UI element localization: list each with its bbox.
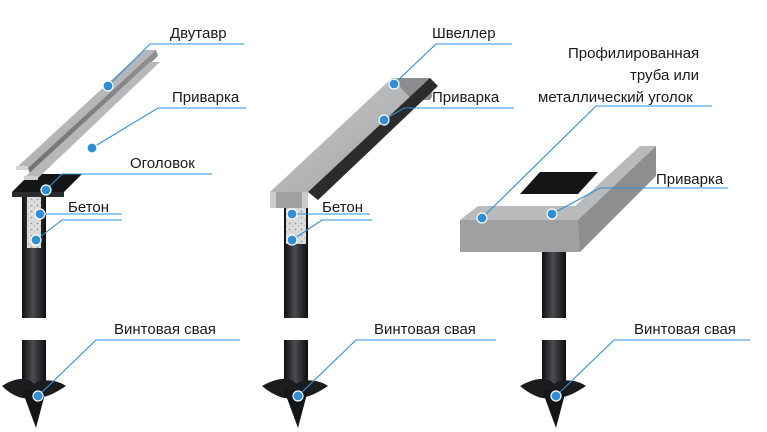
- cap-plate: [520, 172, 598, 194]
- marker-dot: [286, 208, 298, 220]
- label-screw-pile: Винтовая свая: [374, 321, 476, 338]
- ibeam-assembly: [2, 50, 160, 428]
- tube-horizontal-front: [460, 220, 580, 252]
- label-screw-pile: Винтовая свая: [634, 321, 736, 338]
- marker-dot: [286, 234, 298, 246]
- marker-dot: [86, 142, 98, 154]
- label-tube-line3: металлический уголок: [538, 89, 693, 106]
- marker-dot: [292, 390, 304, 402]
- label-weld: Приварка: [656, 171, 724, 188]
- label-screw-pile: Винтовая свая: [114, 321, 216, 338]
- marker-dot: [550, 390, 562, 402]
- label-weld: Приварка: [432, 89, 500, 106]
- pile-blade: [262, 378, 328, 399]
- marker-dot: [476, 212, 488, 224]
- tube-diagonal-top: [560, 146, 656, 220]
- ibeam-top-flange: [16, 50, 156, 168]
- label-concrete: Бетон: [322, 199, 363, 216]
- tube-diagonal-side: [578, 146, 656, 252]
- marker-dot: [388, 78, 400, 90]
- channel-top: [270, 78, 430, 192]
- label-tube-line1: Профилированная: [568, 45, 699, 62]
- channel-assembly: [262, 78, 438, 428]
- label-ibeam: Двутавр: [170, 25, 227, 42]
- marker-dot: [546, 208, 558, 220]
- label-cap: Оголовок: [130, 155, 195, 172]
- label-weld: Приварка: [172, 89, 240, 106]
- marker-dots: [30, 78, 562, 402]
- pile-upper: [542, 246, 566, 318]
- labels: Двутавр Приварка Оголовок Бетон Винтовая…: [68, 25, 736, 338]
- marker-dot: [30, 234, 42, 246]
- marker-dot: [32, 390, 44, 402]
- label-tube-line2: труба или: [630, 67, 699, 84]
- marker-dot: [102, 80, 114, 92]
- marker-dot: [34, 208, 46, 220]
- ibeam-web: [28, 50, 158, 174]
- label-channel: Швеллер: [432, 25, 496, 42]
- pile-blade: [520, 378, 586, 399]
- marker-dot: [378, 114, 390, 126]
- leader-lines: [35, 43, 750, 397]
- marker-dot: [40, 184, 52, 196]
- label-concrete: Бетон: [68, 199, 109, 216]
- tube-assembly: [460, 146, 656, 428]
